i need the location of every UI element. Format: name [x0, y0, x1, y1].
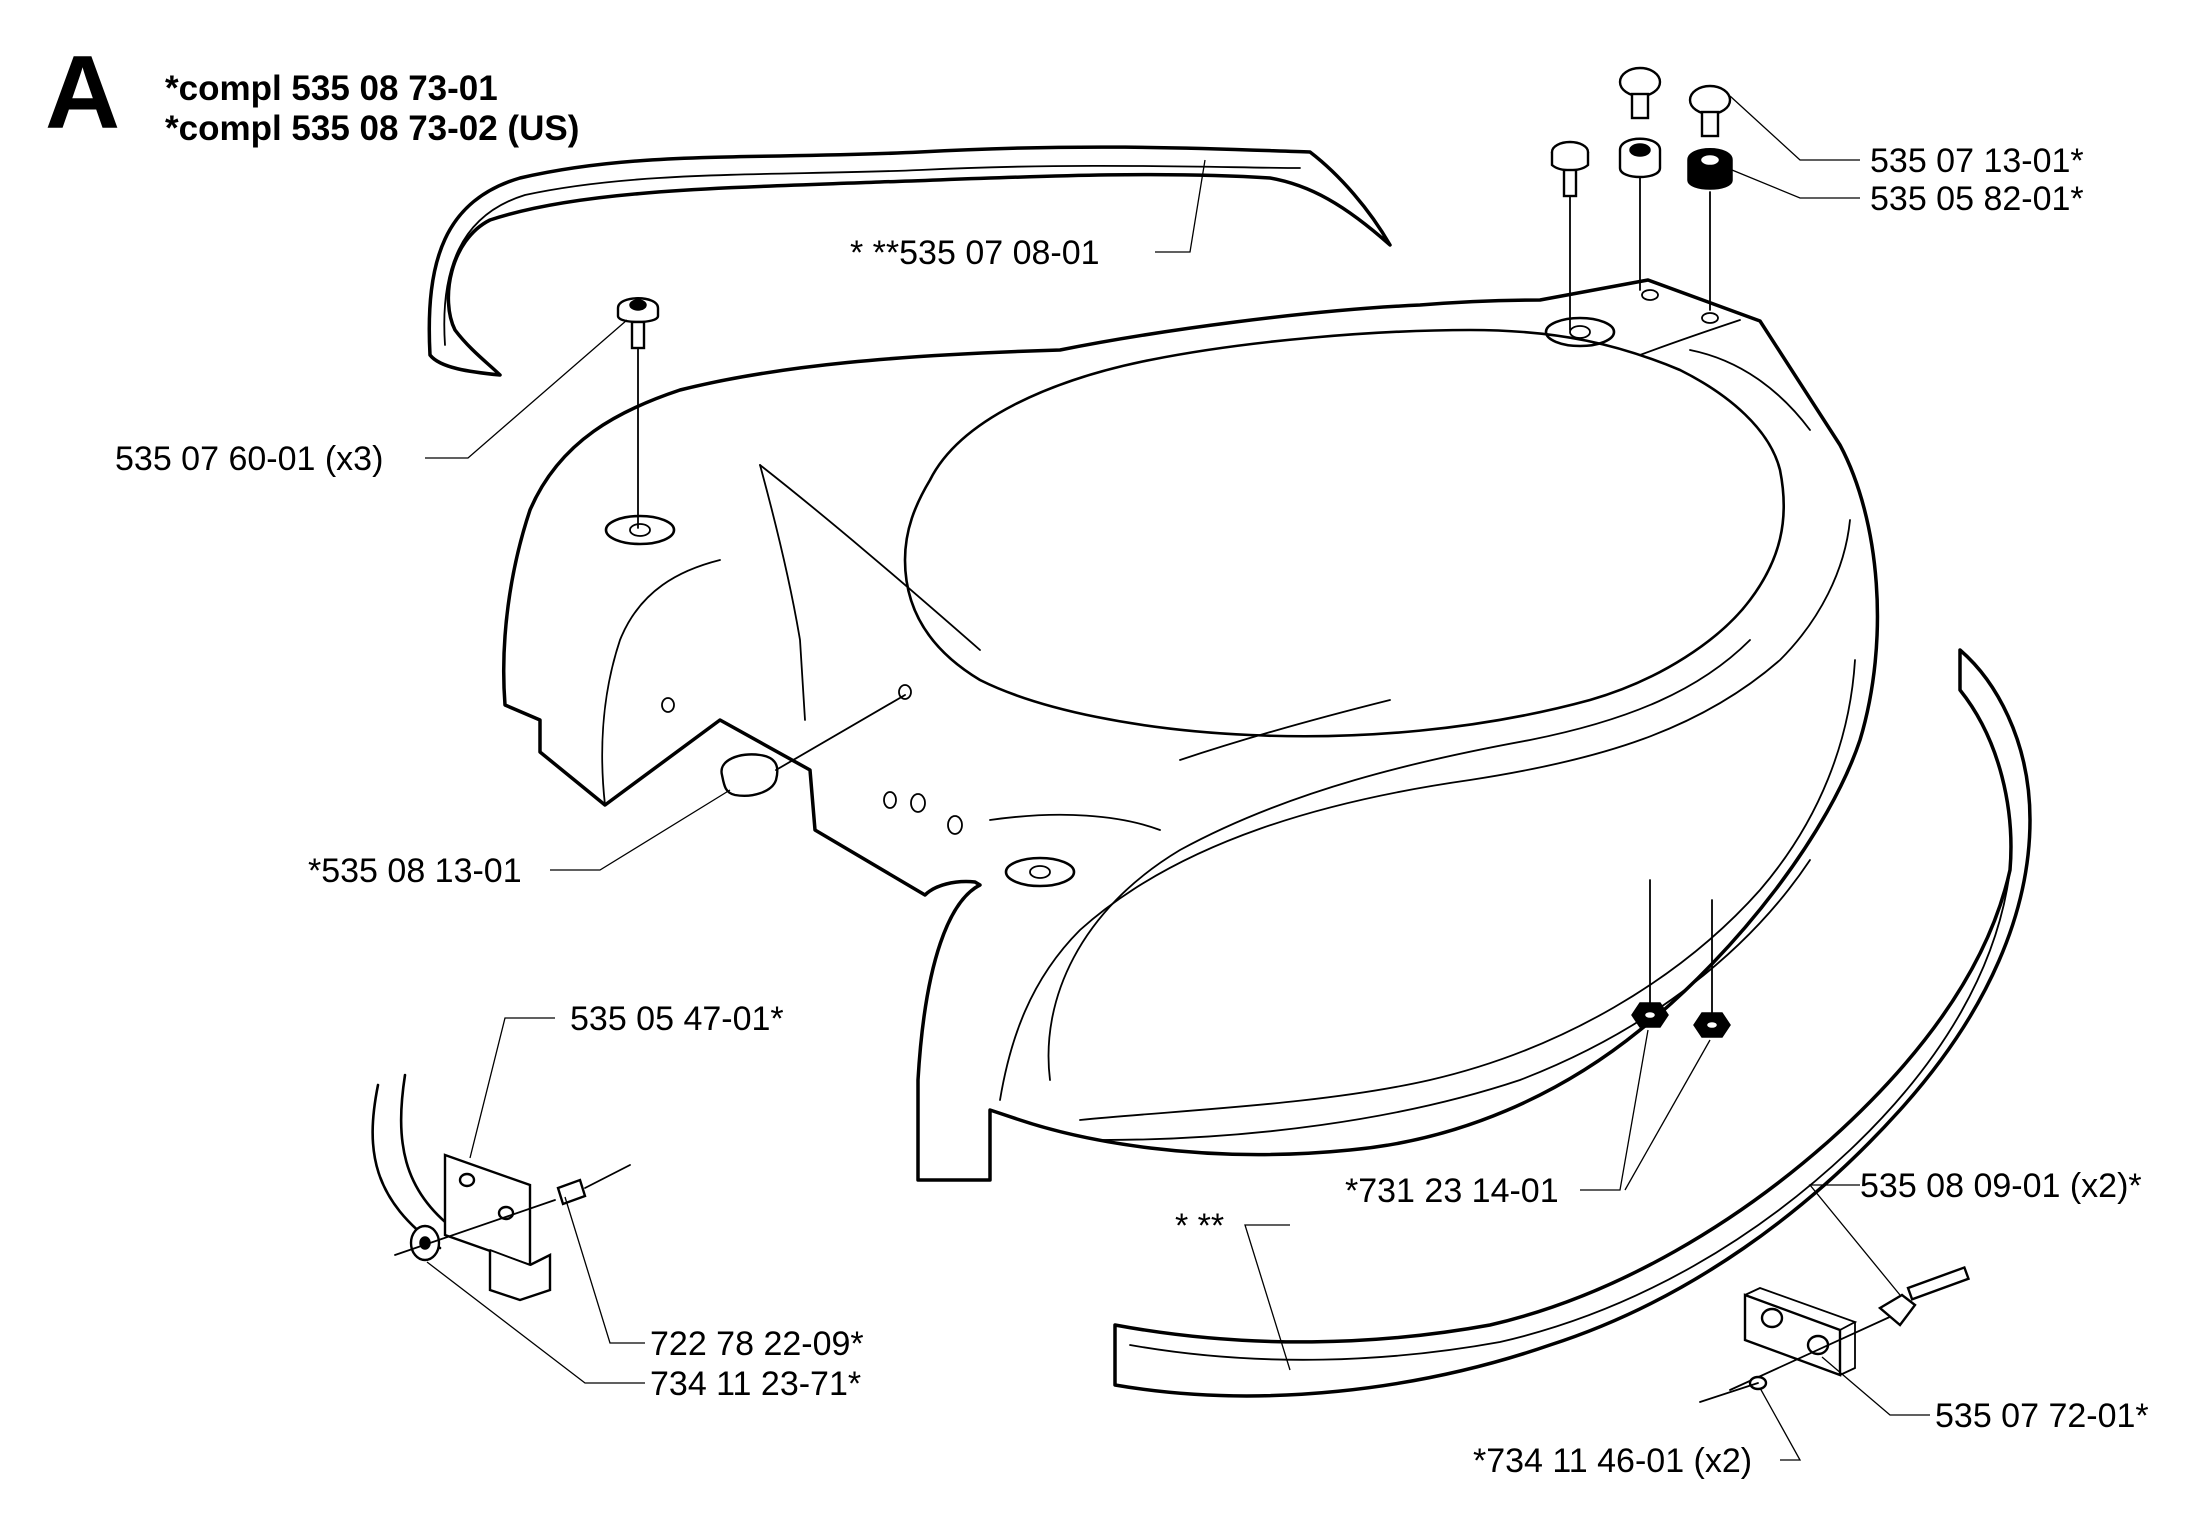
section-letter: A	[45, 35, 120, 151]
rear-bumper-strip	[427, 145, 1392, 377]
callout-double-asterisk: * **	[1175, 1207, 1224, 1245]
round-cap-right	[1687, 84, 1733, 311]
callout-535-05-47-01: 535 05 47-01*	[570, 1000, 784, 1038]
callout-734-11-23-71: 734 11 23-71*	[650, 1365, 861, 1403]
callout-535-07-13-01: 535 07 13-01*	[1870, 142, 2084, 180]
assembly-number-1: *compl 535 08 73-01	[165, 69, 498, 108]
hood-body	[502, 278, 1880, 1182]
bracket-assembly	[371, 1073, 631, 1302]
screw-left	[616, 297, 660, 529]
callout-734-11-46-01: *734 11 46-01 (x2)	[1473, 1442, 1752, 1480]
callout-535-07-72-01: 535 07 72-01*	[1935, 1397, 2149, 1435]
cap-nut-left	[1550, 140, 1590, 331]
round-cap-center	[1618, 66, 1662, 291]
leader-lines	[425, 95, 1930, 1461]
callout-535-07-60-01: 535 07 60-01 (x3)	[115, 440, 383, 478]
callout-535-07-08-01: * **535 07 08-01	[850, 234, 1100, 272]
rivet-plate-assembly	[1699, 1265, 1971, 1403]
front-bumper-strip	[1113, 648, 2032, 1398]
nuts-bottom	[1631, 879, 1731, 1038]
callout-731-23-14-01: *731 23 14-01	[1345, 1172, 1559, 1210]
callout-535-05-82-01: 535 05 82-01*	[1870, 180, 2084, 218]
callout-722-78-22-09: 722 78 22-09*	[650, 1325, 864, 1363]
callout-535-08-09-01: 535 08 09-01 (x2)*	[1860, 1167, 2142, 1205]
callout-535-08-13-01: *535 08 13-01	[308, 852, 522, 890]
assembly-number-2: *compl 535 08 73-02 (US)	[165, 109, 579, 148]
